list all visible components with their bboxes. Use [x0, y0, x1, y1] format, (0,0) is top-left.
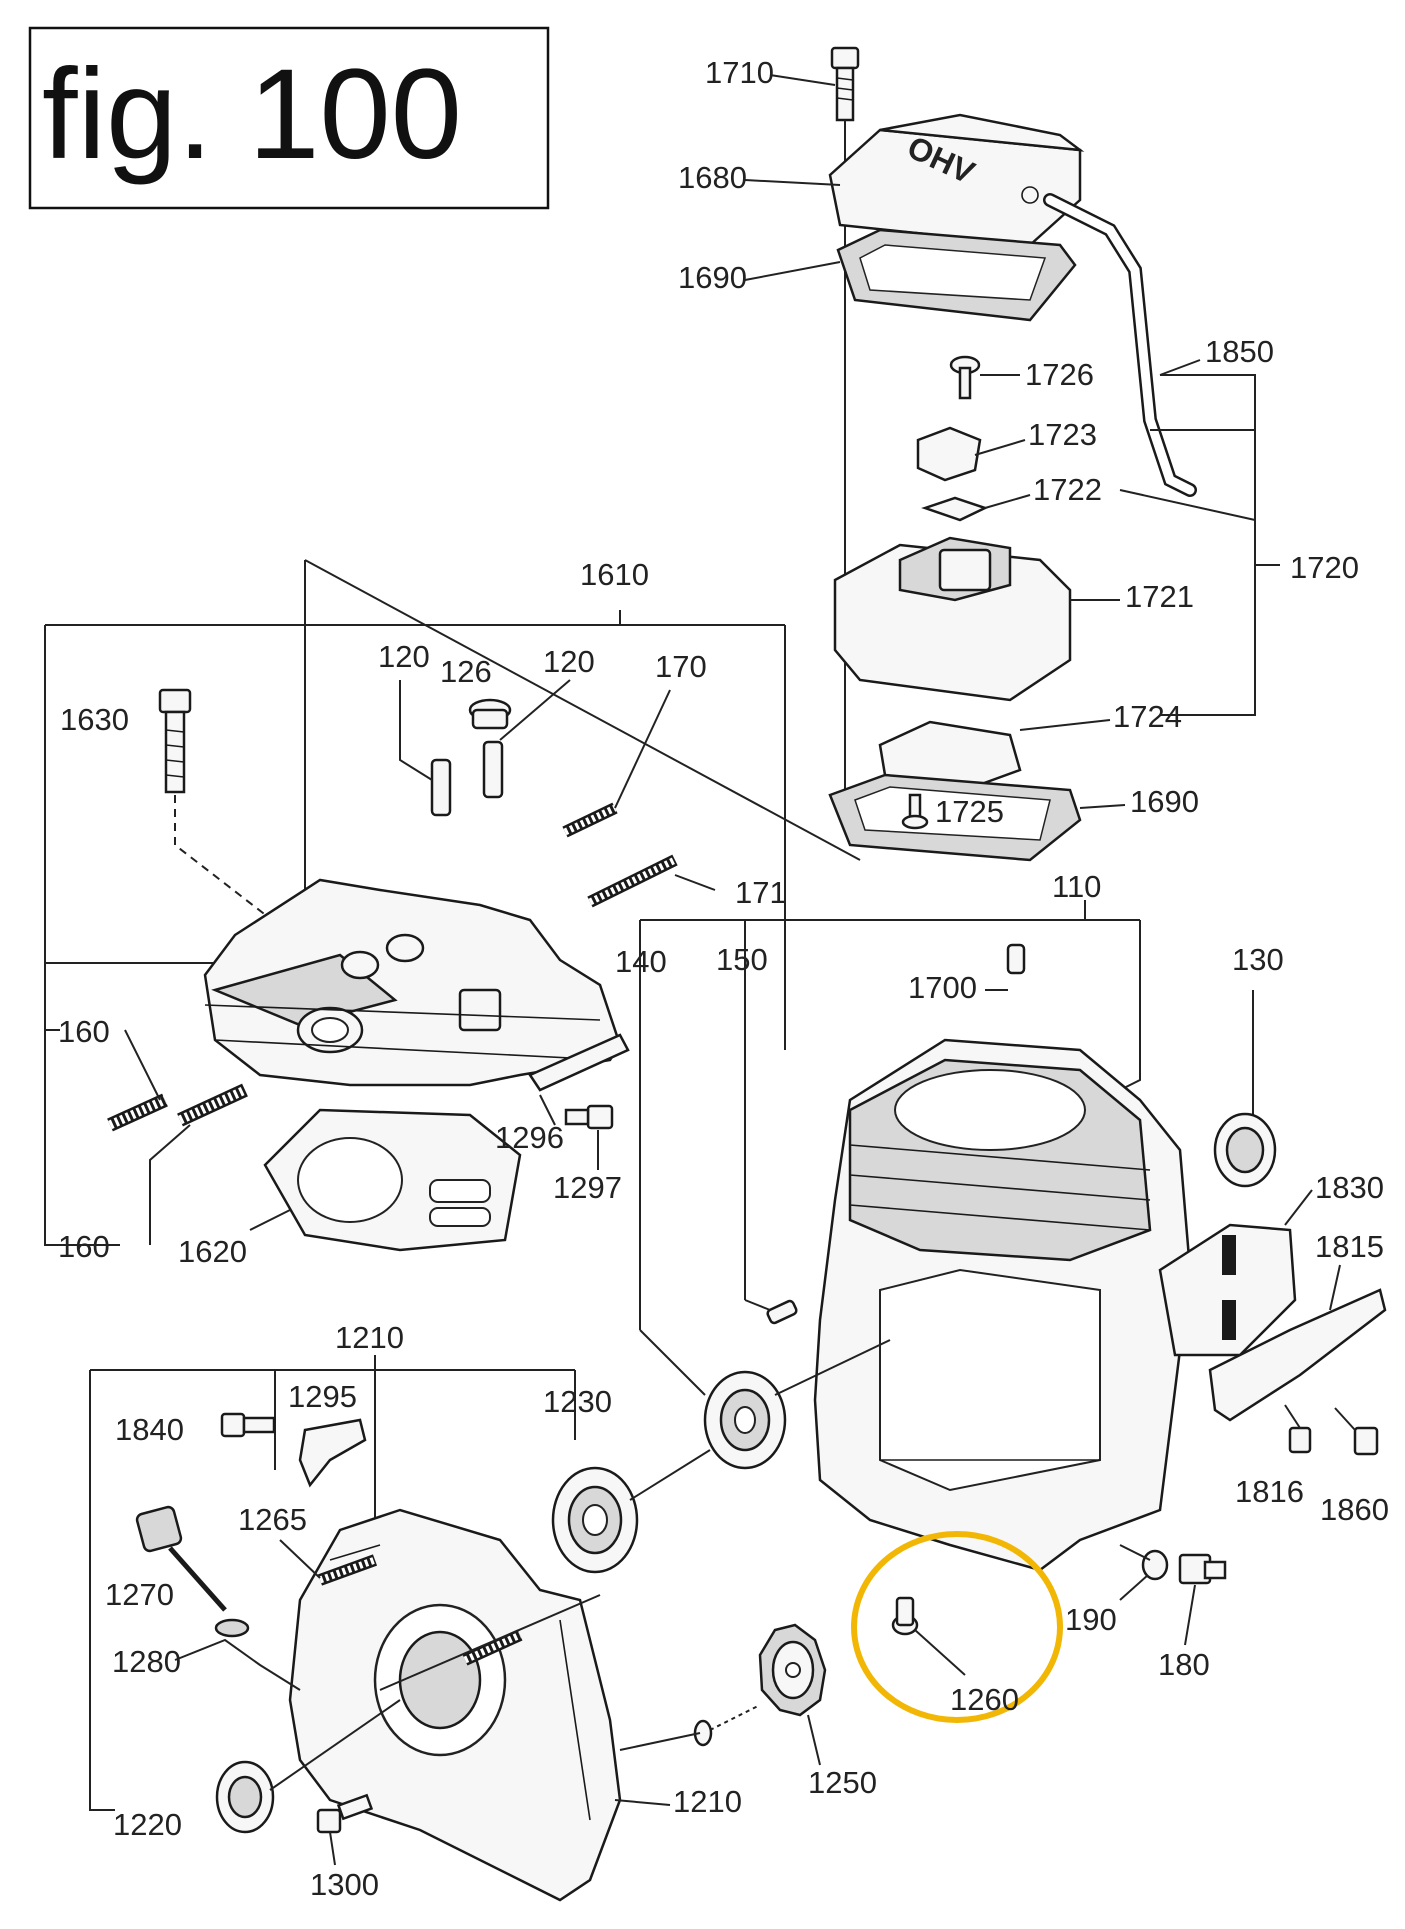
- valve-guide-120-right: [482, 740, 504, 799]
- label-1210-top: 1210: [335, 1320, 404, 1355]
- title-box: [28, 26, 550, 210]
- label-126: 126: [440, 654, 492, 689]
- label-130: 130: [1232, 942, 1284, 977]
- label-180: 180: [1158, 1647, 1210, 1682]
- label-1721: 1721: [1125, 579, 1194, 614]
- gasket-1690-bottom: [828, 773, 1082, 862]
- shaft-1250: [693, 1704, 761, 1747]
- cylinder-block-110: [813, 1038, 1192, 1572]
- valve-cover-1680: OHV: [828, 113, 1085, 247]
- plate-1815: [1208, 1288, 1387, 1422]
- label-1815: 1815: [1315, 1229, 1384, 1264]
- stud-170: [562, 802, 618, 838]
- dowel-150: [766, 1299, 798, 1325]
- label-1726: 1726: [1025, 357, 1094, 392]
- bolt-1816: [1284, 1404, 1312, 1454]
- label-1690-bottom: 1690: [1130, 784, 1199, 819]
- label-190: 190: [1065, 1602, 1117, 1637]
- screw-1726: [949, 355, 981, 400]
- label-1723: 1723: [1028, 417, 1097, 452]
- drain-plug-180: [1178, 1553, 1227, 1585]
- label-1725: 1725: [935, 794, 1004, 829]
- label-120-right: 120: [543, 644, 595, 679]
- label-1620: 1620: [178, 1234, 247, 1269]
- label-170: 170: [655, 649, 707, 684]
- figure-title: fig. 100: [42, 43, 462, 186]
- label-1830: 1830: [1315, 1170, 1384, 1205]
- label-150: 150: [716, 942, 768, 977]
- label-1270: 1270: [105, 1577, 174, 1612]
- label-110: 110: [1052, 869, 1101, 904]
- plate-1296: [528, 1033, 630, 1092]
- label-1722: 1722: [1033, 472, 1102, 507]
- oil-seal-130: [1213, 1112, 1277, 1188]
- label-140: 140: [615, 944, 667, 979]
- o-ring-1280: [214, 1618, 250, 1638]
- label-1280: 1280: [112, 1644, 181, 1679]
- seal-126: [468, 698, 512, 730]
- bolt-1860: [1334, 1407, 1379, 1456]
- label-1720: 1720: [1290, 550, 1359, 585]
- label-1710: 1710: [705, 55, 774, 90]
- label-171: 171: [735, 875, 787, 910]
- stud-171: [587, 854, 678, 908]
- bearing-1230: [551, 1466, 639, 1574]
- cylinder-head-1610: [203, 878, 622, 1087]
- label-1816: 1816: [1235, 1474, 1304, 1509]
- bracket-1295: [298, 1418, 367, 1488]
- label-1690-top: 1690: [678, 260, 747, 295]
- stud-cover: [462, 1629, 523, 1666]
- label-160-upper: 160: [58, 1014, 110, 1049]
- gasket-1690-top: [836, 228, 1077, 322]
- dipstick-1270: [135, 1505, 227, 1612]
- label-1860: 1860: [1320, 1492, 1389, 1527]
- pin-1260: [891, 1596, 919, 1636]
- governor-gear-1250: [758, 1623, 827, 1717]
- head-gasket-1620: [263, 1108, 522, 1252]
- label-1220: 1220: [113, 1807, 182, 1842]
- valve-guide-120-left: [430, 758, 452, 817]
- label-1300: 1300: [310, 1867, 379, 1902]
- label-1265: 1265: [238, 1502, 307, 1537]
- label-1610: 1610: [580, 557, 649, 592]
- dowel-1700: [1006, 943, 1026, 975]
- bearing-140: [703, 1370, 787, 1470]
- oil-seal-1220: [215, 1760, 275, 1834]
- label-1295: 1295: [288, 1379, 357, 1414]
- bolt-1710: [830, 46, 860, 820]
- label-1296: 1296: [495, 1120, 564, 1155]
- highlight-circle-1260: [851, 1531, 1063, 1723]
- stud-1265: [317, 1554, 378, 1586]
- label-1700: 1700: [908, 970, 977, 1005]
- label-1210-bottom: 1210: [673, 1784, 742, 1819]
- label-1630: 1630: [60, 702, 129, 737]
- bolt-1840: [220, 1412, 276, 1438]
- spring-160-lower: [177, 1083, 248, 1127]
- label-1850: 1850: [1205, 334, 1274, 369]
- label-120-left: 120: [378, 639, 430, 674]
- label-1680: 1680: [678, 160, 747, 195]
- bolt-1297: [564, 1104, 614, 1130]
- bolt-1630: [158, 688, 286, 931]
- label-1230: 1230: [543, 1384, 612, 1419]
- gasket-1830: [1158, 1223, 1297, 1357]
- label-1724: 1724: [1113, 699, 1182, 734]
- label-1297: 1297: [553, 1170, 622, 1205]
- spring-160-upper: [107, 1093, 168, 1132]
- label-1840: 1840: [115, 1412, 184, 1447]
- label-160-lower: 160: [58, 1229, 110, 1264]
- reed-1722: [921, 496, 989, 522]
- washer-190: [1141, 1549, 1169, 1581]
- bolt-1725: [901, 793, 929, 830]
- bolt-1300: [316, 1793, 374, 1834]
- label-1260: 1260: [950, 1682, 1019, 1717]
- label-1250: 1250: [808, 1765, 877, 1800]
- breather-case-1721: [833, 536, 1072, 702]
- plate-1723: [916, 426, 982, 482]
